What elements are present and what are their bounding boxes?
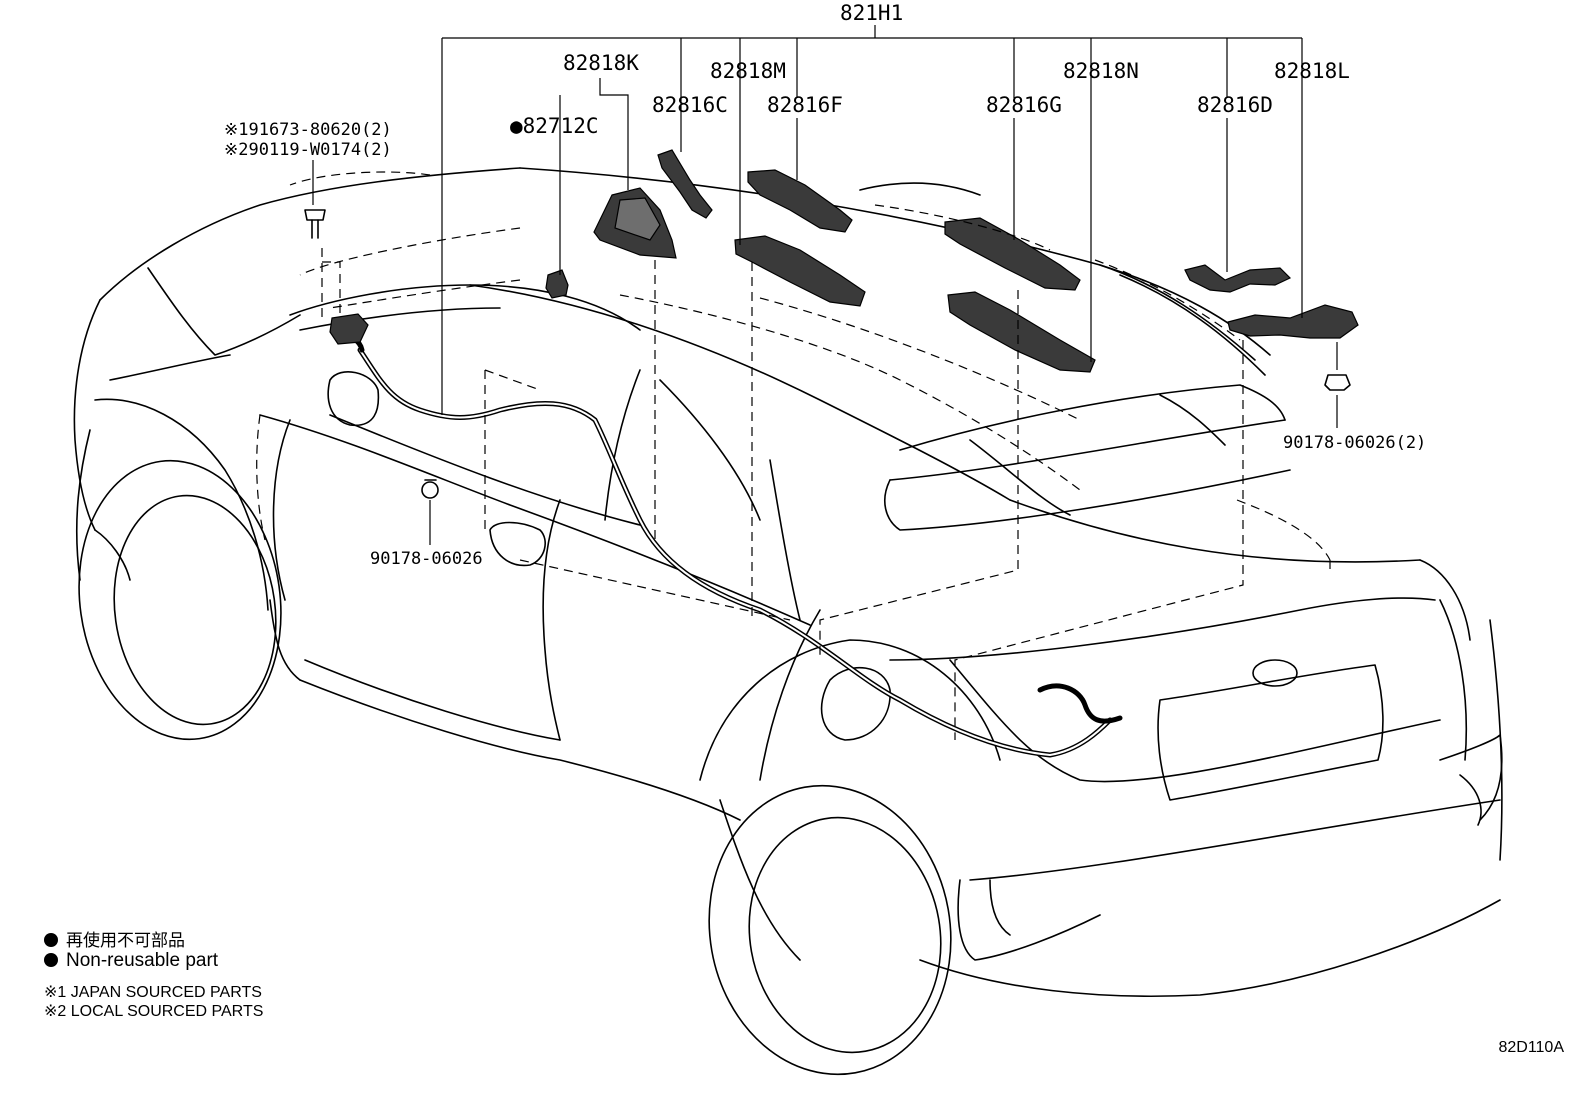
part-82816F-shape (747, 169, 853, 233)
clip-left-icon (421, 479, 439, 499)
mirror-connector-shape (329, 313, 369, 345)
label-bolt-note-1[interactable]: ※191673-80620(2) (224, 120, 392, 140)
part-labels: 821H1 82818K 82818M 82818N 82818L 82816C… (224, 1, 1426, 569)
wire-harness (332, 327, 1123, 758)
label-82818K[interactable]: 82818K (563, 51, 639, 75)
legend-non-reusable: Non-reusable part (44, 950, 218, 972)
label-bolt-note-2[interactable]: ※290119-W0174(2) (224, 140, 392, 160)
part-82816G-shape (944, 217, 1081, 291)
car-body-outline (73, 167, 1503, 1076)
label-82712C[interactable]: ●82712C (510, 114, 599, 138)
label-clip-left[interactable]: 90178-06026 (370, 549, 483, 569)
legend-note-2: ※2 LOCAL SOURCED PARTS (44, 1003, 264, 1020)
part-82818N-shape (947, 291, 1096, 373)
part-82816C-shape (657, 149, 713, 219)
label-82816C[interactable]: 82816C (652, 93, 728, 117)
label-clip-right[interactable]: 90178-06026(2) (1283, 433, 1426, 453)
label-82818M[interactable]: 82818M (710, 59, 786, 83)
part-82712C-shape (545, 269, 569, 299)
label-82816F[interactable]: 82816F (767, 93, 843, 117)
label-82818N[interactable]: 82818N (1063, 59, 1139, 83)
part-82818K-shape (593, 187, 677, 259)
label-82816D[interactable]: 82816D (1197, 93, 1273, 117)
leader-lines (312, 25, 1338, 545)
part-82818M-shape (734, 235, 866, 307)
bolt-icon (304, 209, 326, 239)
clip-right-icon (1324, 374, 1351, 391)
location-dashes (256, 171, 1331, 740)
legend-cjk-text: 再使用不可部品 (66, 931, 185, 951)
label-821H1[interactable]: 821H1 (840, 1, 903, 25)
label-82816G[interactable]: 82816G (986, 93, 1062, 117)
part-82816D-shape (1184, 264, 1292, 293)
bullet-dot-icon (44, 933, 58, 947)
figure-code: 82D110A (1498, 1039, 1564, 1056)
legend-cjk: 再使用不可部品 (44, 926, 185, 951)
legend-non-reusable-text: Non-reusable part (66, 950, 219, 971)
bullet-dot-icon (44, 953, 58, 967)
part-82818L-shape (1227, 304, 1359, 339)
label-82818L[interactable]: 82818L (1274, 59, 1350, 83)
legend-note-1: ※1 JAPAN SOURCED PARTS (44, 984, 262, 1001)
